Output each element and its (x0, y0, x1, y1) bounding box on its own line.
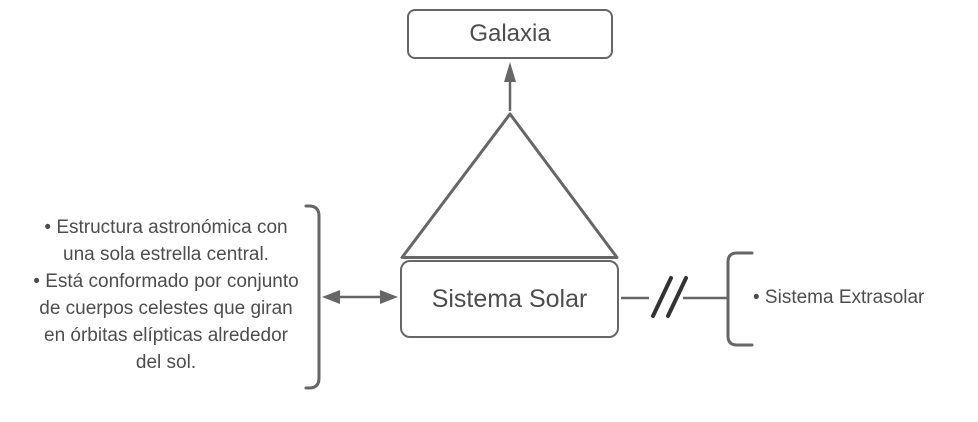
note-line: • Está conformado por conjunto (33, 271, 299, 292)
right-note-label: • Sistema Extrasolar (753, 287, 925, 308)
double-arrow-connector (322, 290, 398, 304)
note-line: • Estructura astronómica con (44, 217, 288, 238)
note-line: del sol. (135, 352, 197, 373)
note-line: en órbitas elípticas alrededor (44, 325, 288, 346)
break-line-connector (621, 276, 727, 318)
node-sistema-solar: Sistema Solar (400, 260, 619, 338)
right-note: • Sistema Extrasolar (753, 285, 973, 311)
triangle-shape (400, 112, 619, 259)
arrow-up-connector (504, 62, 516, 111)
note-line: una sola estrella central. (63, 244, 269, 265)
node-galaxia-label: Galaxia (469, 20, 551, 47)
break-symbol (651, 276, 688, 318)
node-galaxia: Galaxia (407, 9, 613, 59)
left-bracket (304, 204, 321, 390)
note-line: de cuerpos celestes que giran (39, 298, 293, 319)
node-sistema-solar-label: Sistema Solar (431, 284, 588, 313)
right-bracket (726, 251, 754, 347)
left-note: • Estructura astronómica con una sola es… (8, 214, 324, 376)
